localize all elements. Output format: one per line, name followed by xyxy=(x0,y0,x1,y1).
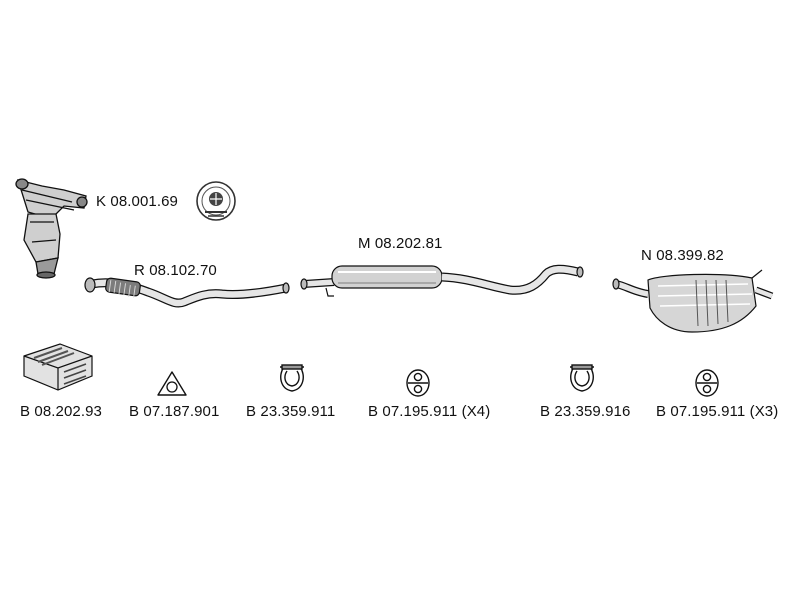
accessory-clamp-2-label: B 23.359.916 xyxy=(540,403,631,420)
rubber-mount-icon xyxy=(406,369,430,397)
accessory-clamp-label: B 23.359.911 xyxy=(246,403,336,420)
accessory-gasket-label: B 07.187.901 xyxy=(129,403,220,420)
gasket-icon xyxy=(157,371,187,396)
quality-seal-icon xyxy=(196,181,236,221)
accessory-rubber-mount-2-label: B 07.195.911 (X3) xyxy=(656,403,779,420)
mounting-kit-box-icon xyxy=(23,343,93,391)
accessory-mounting-kit-label: B 08.202.93 xyxy=(20,403,103,420)
rubber-mount-2-icon xyxy=(695,369,719,397)
catalyst-part-number: K 08.001.69 xyxy=(96,193,179,210)
rear-silencer-part-number: N 08.399.82 xyxy=(641,247,724,264)
pipe-clamp-2-icon xyxy=(570,364,594,392)
middle-silencer-part-number: M 08.202.81 xyxy=(358,235,443,252)
catalyst-manifold-drawing xyxy=(15,178,88,279)
front-pipe-drawing xyxy=(84,277,290,308)
pipe-clamp-icon xyxy=(280,364,304,392)
middle-silencer-drawing xyxy=(300,264,584,297)
front-pipe-part-number: R 08.102.70 xyxy=(134,262,217,279)
rear-silencer-drawing xyxy=(612,269,774,333)
accessory-rubber-mount-label: B 07.195.911 (X4) xyxy=(368,403,491,420)
